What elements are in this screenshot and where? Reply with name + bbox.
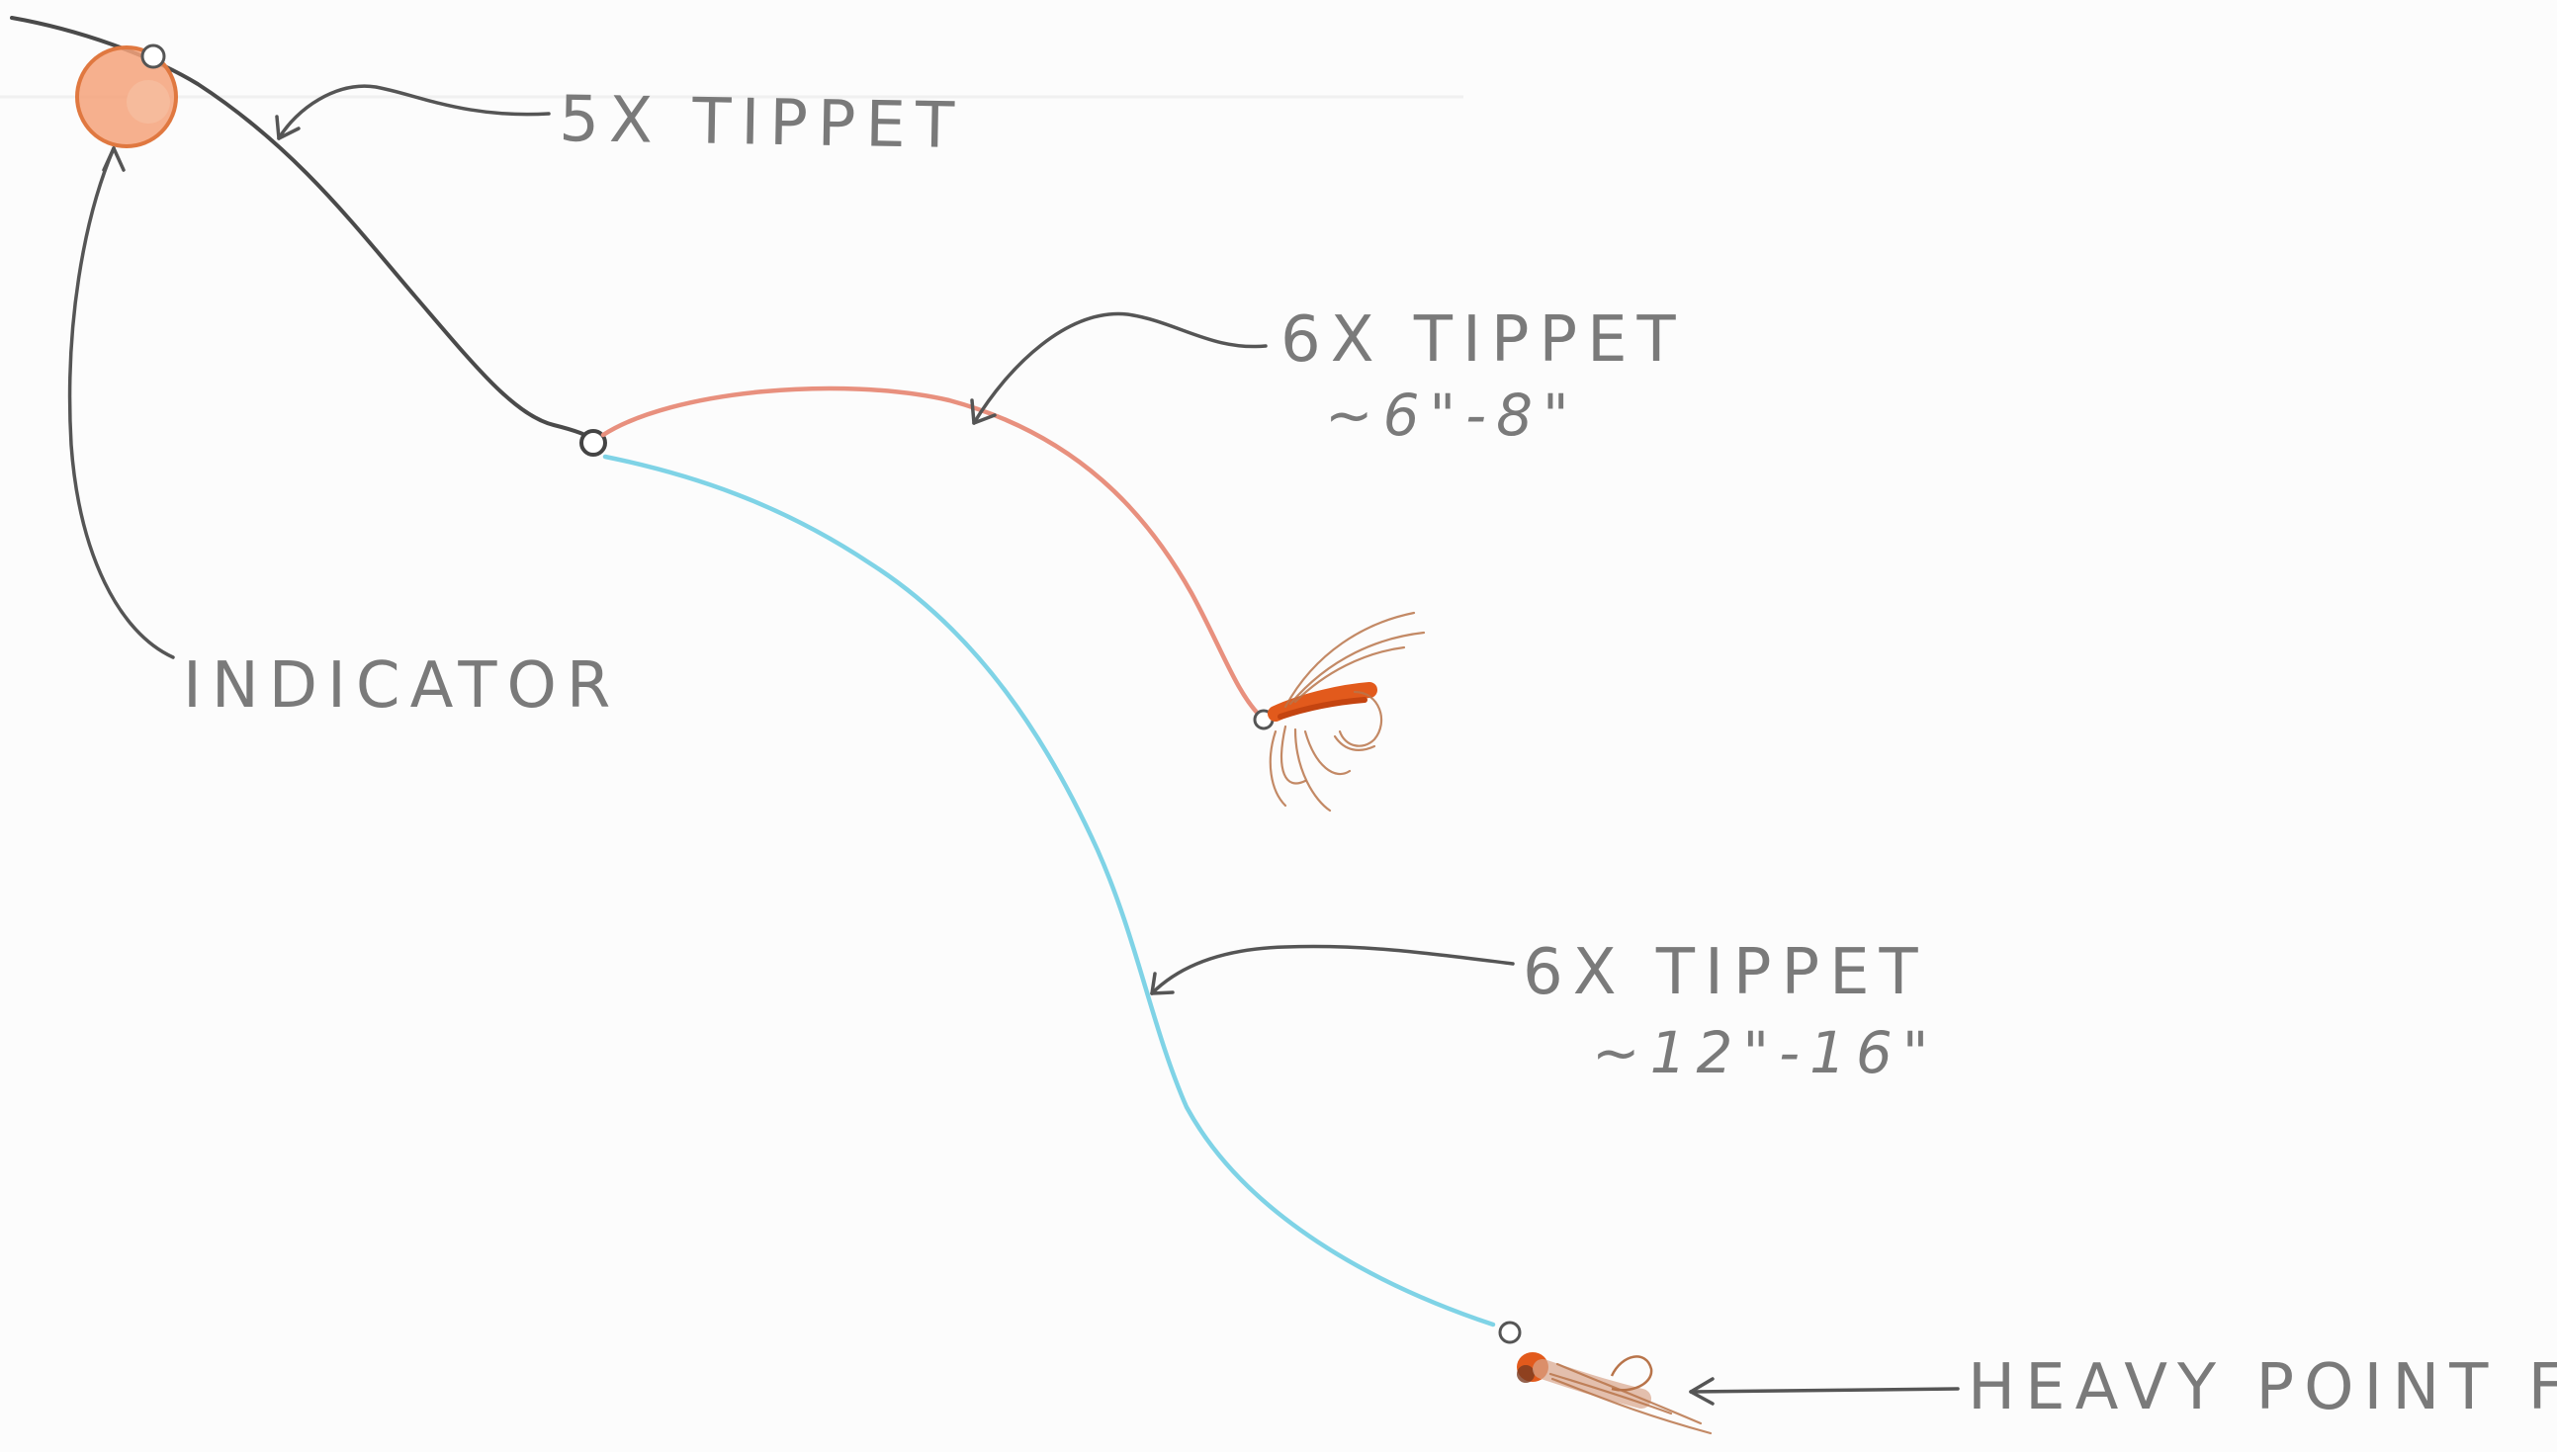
arrow-5x-tippet [275,84,551,140]
label-indicator: INDICATOR [183,649,620,723]
tippet-6x-dropper-line [600,385,1264,720]
tippet-6x-point-line [602,454,1496,1328]
label-6x-tippet-dropper: 6X TIPPET [1280,303,1686,377]
label-6x-tippet-point-length: ~12"-16" [1592,1019,1939,1086]
arrow-6x-point [1150,944,1515,995]
indicator-bobber [75,43,178,148]
knot-ring [579,429,607,457]
arrow-6x-dropper [970,311,1268,425]
label-6x-tippet-point: 6X TIPPET [1523,936,1928,1009]
arrow-heavy-point-fly [1689,1377,1960,1406]
label-6x-tippet-dropper-length: ~6"-8" [1325,382,1579,449]
dropper-fly [1253,611,1426,813]
label-heavy-point-fly: HEAVY POINT FLY [1968,1351,2557,1424]
label-5x-tippet: 5X TIPPET [559,83,965,163]
heavy-point-fly [1498,1321,1713,1435]
arrow-indicator [67,146,175,659]
